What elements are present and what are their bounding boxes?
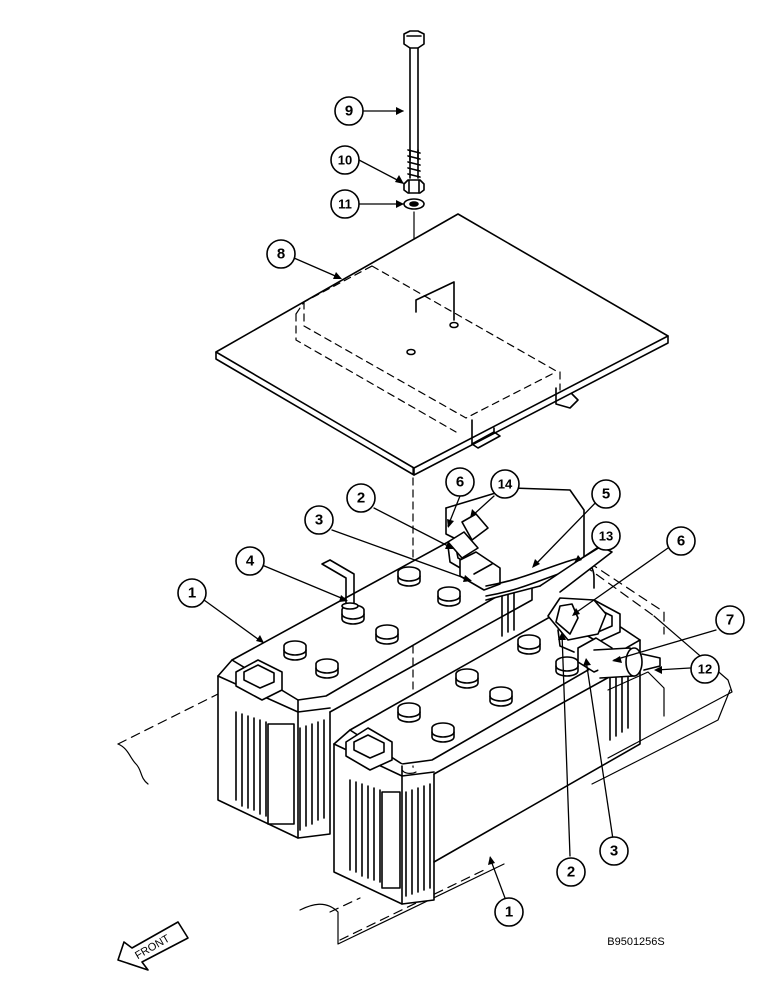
callout-label: 1 [188, 585, 196, 602]
callout-label: 3 [610, 843, 618, 860]
callout-6-right [666, 526, 696, 556]
callout-2-upper [346, 483, 376, 513]
callout-label: 2 [567, 864, 575, 881]
battery-tray-outline [117, 545, 733, 945]
vent-tube [321, 559, 355, 607]
callout-3-upper [304, 505, 334, 535]
callout-label: 5 [602, 486, 610, 503]
battery-rear [217, 529, 533, 839]
callout-12 [690, 654, 720, 684]
callout-7 [715, 605, 745, 635]
battery-front [333, 599, 641, 905]
callout-label: 6 [456, 474, 464, 491]
callout-label: 12 [698, 662, 712, 677]
callout-label: 3 [315, 512, 323, 529]
nut [403, 179, 425, 194]
front-direction-arrow-icon [117, 921, 189, 971]
callout-label: 11 [338, 197, 352, 212]
callout-label: 7 [726, 612, 734, 629]
callout-10 [330, 145, 360, 175]
callout-14 [490, 469, 520, 499]
callout-11 [330, 189, 360, 219]
terminal-posts-rear [283, 566, 461, 679]
battery-cables [445, 487, 661, 679]
callout-label: 6 [677, 533, 685, 550]
bolt [403, 30, 425, 179]
callout-label: 13 [599, 529, 613, 544]
callout-1-left [177, 578, 207, 608]
callout-8 [266, 239, 296, 269]
callout-1-lower [494, 897, 524, 927]
callout-5 [591, 479, 621, 509]
callout-4 [235, 546, 265, 576]
callout-label: 10 [338, 153, 352, 168]
leader-arrowheads [256, 107, 662, 865]
callout-label: 14 [498, 477, 513, 492]
callout-2-lower [556, 857, 586, 887]
callout-9 [334, 96, 364, 126]
callout-label: 8 [277, 246, 285, 263]
callout-13 [591, 521, 621, 551]
callout-label: 4 [246, 553, 255, 570]
callout-6-upper [445, 467, 475, 497]
leader-lines [203, 110, 717, 907]
callout-label: 1 [505, 904, 513, 921]
callout-label: 9 [345, 103, 353, 120]
cover-plate [215, 213, 669, 476]
callout-3-lower [599, 836, 629, 866]
callout-label: 2 [357, 490, 365, 507]
washer [403, 198, 425, 210]
figure-code: B9501256S [607, 936, 665, 948]
terminal-posts-front [397, 634, 579, 743]
